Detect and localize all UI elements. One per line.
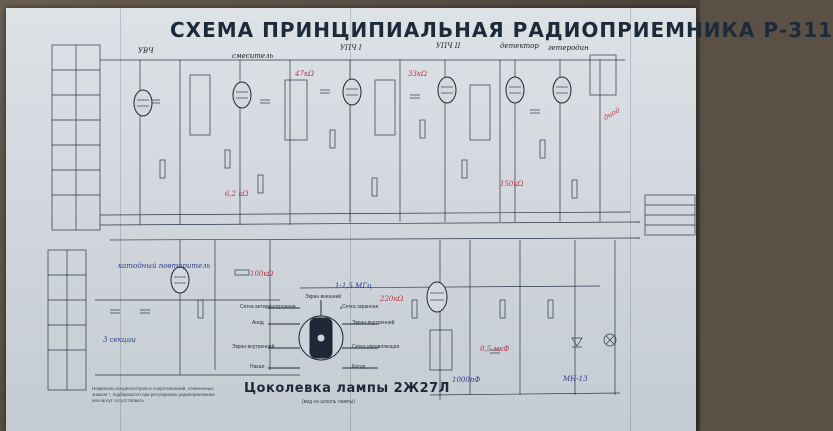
pin-label: Экран внешний <box>305 294 342 300</box>
annotation: 6,2 кΩ <box>225 190 249 198</box>
stage-label-upch1: УПЧ I <box>340 44 362 52</box>
pin-label: Экран внутренний <box>232 344 275 350</box>
circuit-schematic <box>47 44 696 400</box>
annotation: 1000пФ <box>452 376 481 384</box>
pinout-diagram <box>268 300 378 369</box>
stage-label-detector: детектор <box>500 42 539 50</box>
pin-label: Накал <box>250 364 265 370</box>
tube-heterodyne <box>552 76 572 104</box>
pinout-title: Цоколевка лампы 2Ж27Л <box>244 381 450 396</box>
tube-mixer <box>232 81 252 109</box>
pin-label: Экран внутренний <box>352 320 395 326</box>
sheet-fold <box>120 8 121 431</box>
tube-uvch <box>133 89 153 117</box>
annotation: 150кΩ <box>500 180 524 188</box>
annotation-lamp: МН-13 <box>563 375 588 383</box>
tube-output <box>426 281 448 313</box>
stage-label-upch2: УПЧ II <box>436 42 461 50</box>
footnote: Номиналы конденсаторов и сопротивлений, … <box>92 386 215 403</box>
pin-label: Сетка антидинатронная <box>240 304 296 310</box>
annotation: 100кΩ <box>250 270 274 278</box>
annotation: 47кΩ <box>295 70 314 78</box>
sheet-fold <box>350 8 351 431</box>
stage-label-mixer: смеситель <box>232 52 274 60</box>
stage-label-cathode-follower: катодный повторитель <box>118 262 211 270</box>
stage-label-heterodyne: гетеродин <box>548 44 589 52</box>
annotation: 33кΩ <box>408 70 427 78</box>
tube-cathode-follower <box>170 266 190 294</box>
pin-label: Катод <box>352 364 366 370</box>
tube-detector <box>505 76 525 104</box>
annotation: 220кΩ <box>380 295 404 303</box>
pin-label: Сетка экранная <box>342 304 379 310</box>
annotation-note: 3 секции <box>103 336 136 344</box>
pin-label: Сетка управляющая <box>352 344 400 350</box>
pinout-caption: (вид на цоколь лампы) <box>302 399 355 405</box>
pin-label: Анод <box>252 320 264 326</box>
sheet-fold <box>630 8 631 431</box>
annotation-freq: 1-1,5 МГц <box>335 282 372 290</box>
annotation: 0,5 мкФ <box>480 345 510 353</box>
diagram-title: СХЕМА ПРИНЦИПИАЛЬНАЯ РАДИОПРИЕМНИКА Р-31… <box>170 18 833 42</box>
tube-upch2 <box>437 76 457 104</box>
stage-label-uvch: УВЧ <box>138 47 154 55</box>
schematic-sheet <box>6 8 696 431</box>
tube-upch1 <box>342 78 362 106</box>
